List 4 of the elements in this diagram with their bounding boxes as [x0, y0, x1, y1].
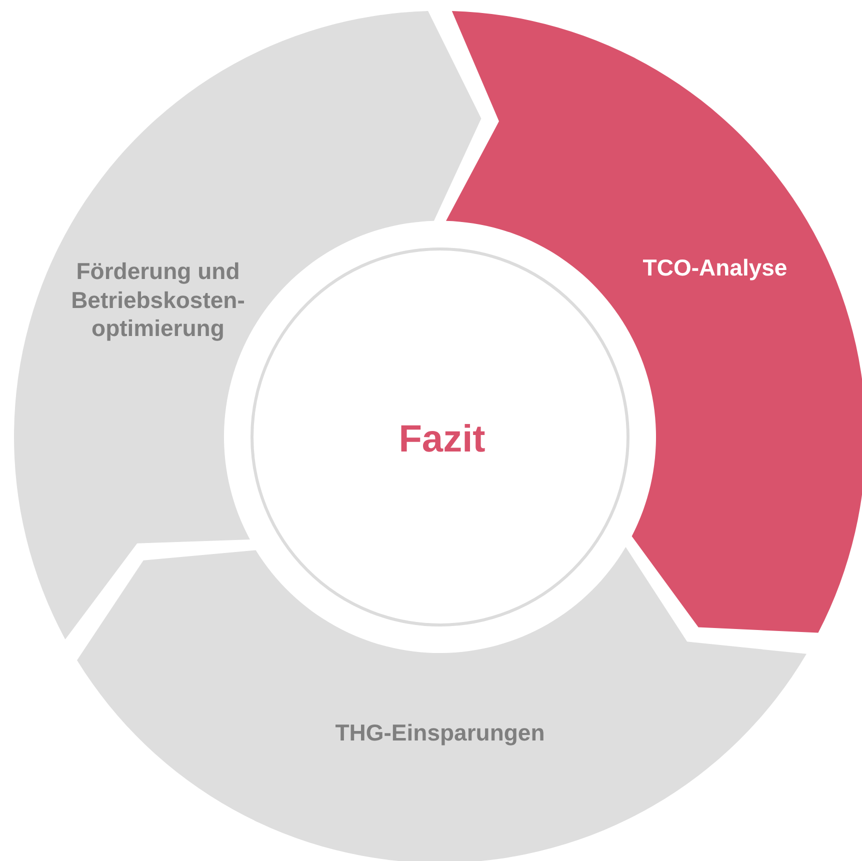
segment-label: TCO-Analyse [642, 254, 788, 282]
segment-label: THG-Einsparungen [334, 718, 546, 748]
center-title: Fazit [398, 417, 486, 462]
segment-label: Förderung und Betriebskosten-optimierung [70, 256, 246, 344]
